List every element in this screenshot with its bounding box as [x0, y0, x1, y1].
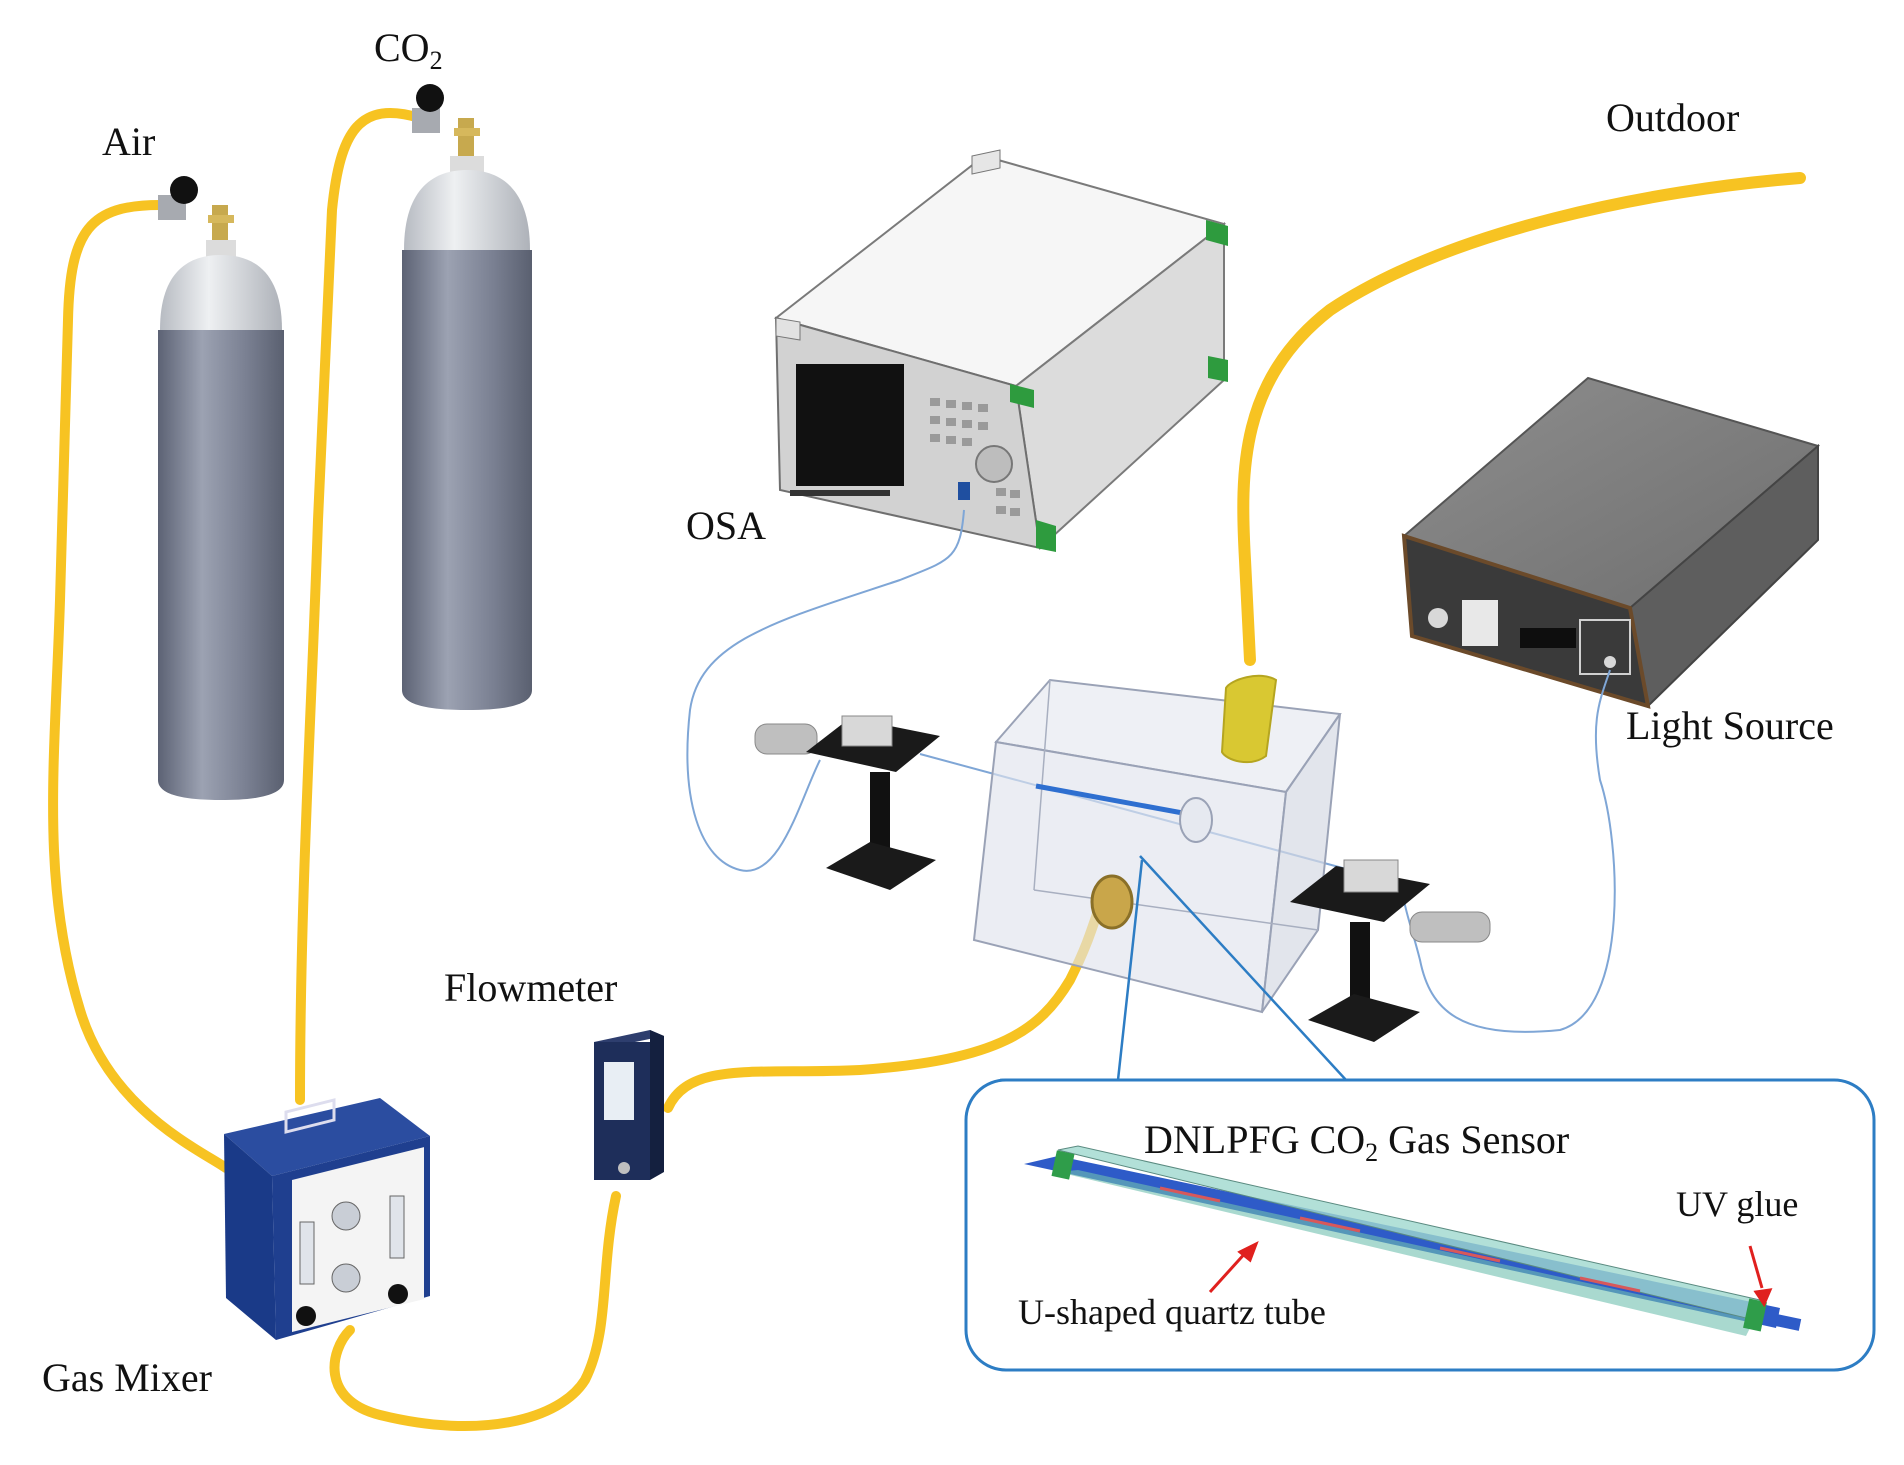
label-flowmeter: Flowmeter — [444, 968, 617, 1008]
sensor-inset — [964, 1078, 1876, 1372]
co2-cylinder — [402, 84, 532, 710]
label-sensor-title: DNLPFG CO2 Gas Sensor — [1144, 1120, 1569, 1166]
label-osa-text: OSA — [686, 503, 767, 548]
label-flowmeter-text: Flowmeter — [444, 965, 618, 1010]
label-co2: CO2 — [374, 28, 443, 74]
gas-chamber — [972, 674, 1342, 1014]
gas-tubes — [48, 108, 1806, 1432]
air-tube — [48, 200, 231, 1173]
label-light-source: Light Source — [1626, 706, 1834, 746]
label-gas-mixer: Gas Mixer — [42, 1358, 212, 1398]
label-air: Air — [102, 122, 155, 162]
annotation-arrows — [1208, 1240, 1773, 1308]
label-quartz-tube: U-shaped quartz tube — [1018, 1294, 1326, 1330]
label-uv-glue-text: UV glue — [1676, 1184, 1799, 1224]
label-gas-mixer-text: Gas Mixer — [42, 1355, 212, 1400]
flowmeter-device — [594, 1030, 664, 1180]
label-sensor-title-pre: DNLPFG CO — [1144, 1117, 1366, 1162]
label-co2-subscript: 2 — [429, 46, 443, 75]
outdoor-tube — [1237, 172, 1806, 666]
label-air-text: Air — [102, 119, 156, 164]
fiber-holder-right — [1290, 859, 1491, 1042]
label-sensor-title-post: Gas Sensor — [1378, 1117, 1570, 1162]
co2-tube — [295, 108, 425, 1105]
gas-mixer-device — [224, 1098, 430, 1340]
fiber-holder-left — [754, 715, 940, 890]
osa-instrument — [773, 149, 1228, 552]
mixer-to-flowmeter-tube — [329, 1191, 621, 1432]
light-source-instrument — [1401, 376, 1821, 709]
label-light-source-text: Light Source — [1626, 703, 1834, 748]
label-outdoor-text: Outdoor — [1606, 95, 1740, 140]
sensor-tube — [1024, 1145, 1802, 1336]
air-cylinder — [158, 176, 284, 800]
label-osa: OSA — [686, 506, 766, 546]
label-co2-main: CO — [374, 25, 430, 70]
label-quartz-tube-text: U-shaped quartz tube — [1018, 1292, 1326, 1332]
label-uv-glue: UV glue — [1676, 1186, 1798, 1222]
label-outdoor: Outdoor — [1606, 98, 1739, 138]
label-sensor-title-subscript: 2 — [1365, 1138, 1379, 1167]
